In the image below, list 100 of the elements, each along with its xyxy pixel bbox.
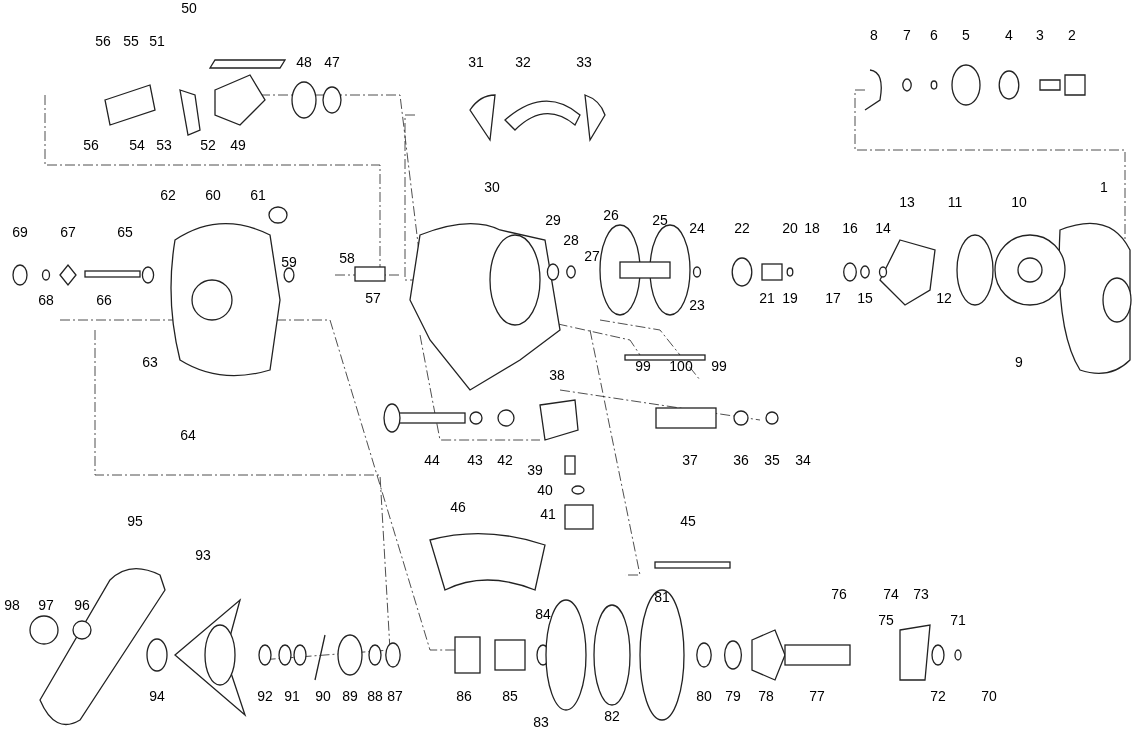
callout-number: 50 xyxy=(181,0,197,16)
callout-number: 55 xyxy=(123,33,139,49)
callout-number: 19 xyxy=(782,290,798,306)
callout-number: 52 xyxy=(200,137,216,153)
callout-number: 10 xyxy=(1011,194,1027,210)
callout-number: 37 xyxy=(682,452,698,468)
callout-number: 33 xyxy=(576,54,592,70)
callout-number: 8 xyxy=(870,27,878,43)
callout-number: 99 xyxy=(711,358,727,374)
callout-number: 90 xyxy=(315,688,331,704)
callout-number: 74 xyxy=(883,586,899,602)
callout-number: 20 xyxy=(782,220,798,236)
callout-number: 93 xyxy=(195,547,211,563)
callout-number: 85 xyxy=(502,688,518,704)
callout-number: 25 xyxy=(652,212,668,228)
callout-number: 38 xyxy=(549,367,565,383)
callout-number: 3 xyxy=(1036,27,1044,43)
callout-number: 49 xyxy=(230,137,246,153)
callout-number: 61 xyxy=(250,187,266,203)
callout-number: 32 xyxy=(515,54,531,70)
callout-number: 89 xyxy=(342,688,358,704)
callout-number: 18 xyxy=(804,220,820,236)
callout-number: 88 xyxy=(367,688,383,704)
callout-number: 58 xyxy=(339,250,355,266)
callout-number: 16 xyxy=(842,220,858,236)
callout-number: 27 xyxy=(584,248,600,264)
callout-number: 69 xyxy=(12,224,28,240)
callout-number: 4 xyxy=(1005,27,1013,43)
callout-number: 48 xyxy=(296,54,312,70)
callout-number: 62 xyxy=(160,187,176,203)
callout-number: 9 xyxy=(1015,354,1023,370)
callout-number: 81 xyxy=(654,589,670,605)
callout-number: 12 xyxy=(936,290,952,306)
callout-number: 71 xyxy=(950,612,966,628)
callout-number: 6 xyxy=(930,27,938,43)
callout-number: 42 xyxy=(497,452,513,468)
callout-number: 56 xyxy=(95,33,111,49)
callout-number: 39 xyxy=(527,462,543,478)
callout-number: 51 xyxy=(149,33,165,49)
callout-number: 41 xyxy=(540,506,556,522)
callout-number: 96 xyxy=(74,597,90,613)
callout-number: 17 xyxy=(825,290,841,306)
callout-number: 66 xyxy=(96,292,112,308)
callout-number: 30 xyxy=(484,179,500,195)
callout-number: 65 xyxy=(117,224,133,240)
callout-number: 94 xyxy=(149,688,165,704)
callout-number: 83 xyxy=(533,714,549,730)
callout-number: 26 xyxy=(603,207,619,223)
callout-number: 44 xyxy=(424,452,440,468)
callout-number: 47 xyxy=(324,54,340,70)
callout-number: 60 xyxy=(205,187,221,203)
callout-number: 56 xyxy=(83,137,99,153)
callout-number: 36 xyxy=(733,452,749,468)
callout-number: 35 xyxy=(764,452,780,468)
callout-number: 72 xyxy=(930,688,946,704)
callout-number: 23 xyxy=(689,297,705,313)
callout-number: 80 xyxy=(696,688,712,704)
callout-number: 63 xyxy=(142,354,158,370)
callout-number: 68 xyxy=(38,292,54,308)
callout-number: 59 xyxy=(281,254,297,270)
callout-number: 67 xyxy=(60,224,76,240)
callout-number: 28 xyxy=(563,232,579,248)
callout-number: 31 xyxy=(468,54,484,70)
callout-number: 82 xyxy=(604,708,620,724)
callout-number: 15 xyxy=(857,290,873,306)
callout-number: 46 xyxy=(450,499,466,515)
callout-number: 77 xyxy=(809,688,825,704)
callout-number: 99 xyxy=(635,358,651,374)
callout-number: 57 xyxy=(365,290,381,306)
callout-number: 14 xyxy=(875,220,891,236)
callout-number: 40 xyxy=(537,482,553,498)
callout-number: 73 xyxy=(913,586,929,602)
callout-number: 76 xyxy=(831,586,847,602)
callout-number: 7 xyxy=(903,27,911,43)
callout-number: 87 xyxy=(387,688,403,704)
callout-number: 43 xyxy=(467,452,483,468)
callout-number: 2 xyxy=(1068,27,1076,43)
callout-number: 86 xyxy=(456,688,472,704)
callout-number: 45 xyxy=(680,513,696,529)
callout-number: 78 xyxy=(758,688,774,704)
callout-number: 97 xyxy=(38,597,54,613)
callout-number: 91 xyxy=(284,688,300,704)
callout-number: 64 xyxy=(180,427,196,443)
callout-number: 100 xyxy=(669,358,693,374)
callout-number: 79 xyxy=(725,688,741,704)
callout-number: 75 xyxy=(878,612,894,628)
callout-number: 53 xyxy=(156,137,172,153)
callout-number: 29 xyxy=(545,212,561,228)
callout-number: 92 xyxy=(257,688,273,704)
callout-number: 84 xyxy=(535,606,551,622)
callout-number: 24 xyxy=(689,220,705,236)
callout-number: 1 xyxy=(1100,179,1108,195)
callout-number: 70 xyxy=(981,688,997,704)
callout-number: 34 xyxy=(795,452,811,468)
callout-number: 95 xyxy=(127,513,143,529)
callout-number: 54 xyxy=(129,137,145,153)
callout-number: 98 xyxy=(4,597,20,613)
callout-number: 11 xyxy=(947,194,963,210)
callout-number: 22 xyxy=(734,220,750,236)
callout-number: 5 xyxy=(962,27,970,43)
